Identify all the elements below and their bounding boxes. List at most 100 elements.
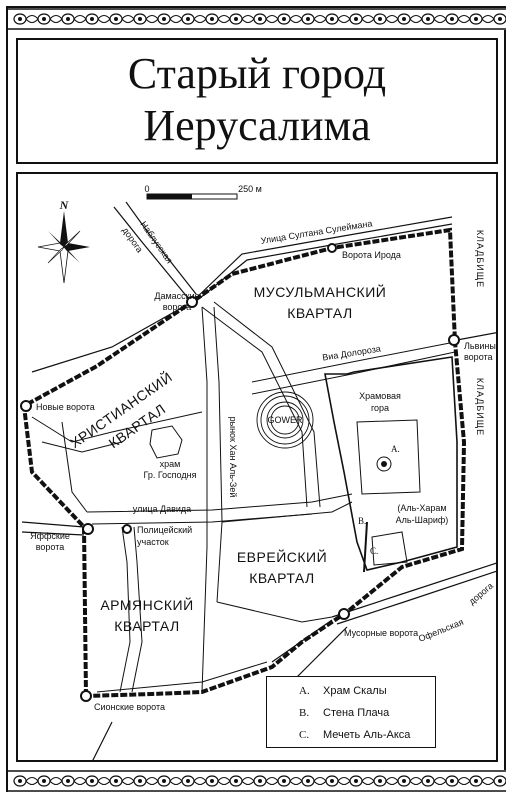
label-damascus-gate-1: Дамасские — [154, 291, 199, 301]
label-cemetery-north: КЛАДБИЩЕ — [475, 230, 485, 288]
street-christian-b — [41, 441, 123, 453]
label-police-2: участок — [137, 537, 169, 547]
street-via-dolorosa-n — [251, 341, 456, 383]
road-west — [31, 301, 193, 373]
marker-b: B. — [358, 516, 366, 526]
title-box: Старый город Иерусалима — [16, 38, 498, 164]
city-wall — [21, 227, 467, 699]
police-station-marker[interactable] — [122, 524, 132, 534]
ornament-border-top — [8, 8, 506, 30]
label-haram-2: Аль-Шариф) — [396, 515, 449, 525]
ornament-dot — [18, 17, 22, 21]
ornament-dot — [162, 17, 166, 21]
western-wall-line — [363, 521, 368, 573]
ornament-dot — [210, 779, 214, 783]
label-jaffa-gate-2: ворота — [36, 542, 65, 552]
ornament-dot — [354, 17, 358, 21]
street-east-b — [213, 301, 321, 508]
ornament-dot — [378, 17, 382, 21]
legend-label: Мечеть Аль-Акса — [323, 729, 411, 741]
legend-key: A. — [299, 685, 310, 697]
ornament-dot — [258, 17, 262, 21]
label-ophel-road-1: Офельская — [417, 617, 465, 644]
road-zion-out — [92, 721, 113, 760]
label-market-street: рынок Хан Аль-Зей — [228, 417, 238, 498]
herod-gate-marker[interactable] — [327, 243, 337, 253]
road-lions-out — [456, 332, 496, 341]
ornament-dot — [234, 779, 238, 783]
ornament-dot — [474, 779, 478, 783]
label-police-1: Полицейский — [137, 525, 192, 535]
label-dung-gate: Мусорные ворота — [344, 628, 418, 638]
street-david-s — [91, 513, 313, 525]
street-armenian-a — [119, 526, 131, 693]
al-aqsa-outline — [371, 531, 408, 566]
road-suleiman — [191, 216, 453, 303]
legend-label: Стена Плача — [323, 707, 390, 719]
street-armenian-b — [131, 526, 143, 693]
label-lions-gate-1: Львиные — [464, 341, 498, 351]
label-armenian-quarter-1: АРМЯНСКИЙ — [100, 596, 193, 613]
label-david-street: улица Давида — [133, 504, 191, 514]
label-muslim-quarter-1: МУСУЛЬМАНСКИЙ — [254, 283, 387, 300]
ornament-dot — [306, 779, 310, 783]
label-jewish-quarter-2: КВАРТАЛ — [249, 570, 315, 586]
ornament-dot — [354, 779, 358, 783]
dung-gate-marker[interactable] — [338, 608, 350, 620]
damascus-gate-marker[interactable] — [186, 296, 198, 308]
ornament-dot — [426, 779, 430, 783]
road-ophel-edge — [336, 570, 496, 625]
title-line-2: Иерусалима — [143, 101, 371, 150]
label-new-gate: Новые ворота — [36, 402, 95, 412]
ornament-dot — [90, 779, 94, 783]
ornament-dot — [66, 17, 70, 21]
temple-mount-outline — [324, 356, 458, 571]
label-nablus-road-2: дорога — [120, 225, 144, 254]
ornament-dot — [306, 17, 310, 21]
holy-sepulchre-outline — [149, 425, 183, 459]
street-via-dolorosa-s — [251, 351, 456, 395]
street-market-east — [213, 306, 223, 603]
label-muslim-quarter-2: КВАРТАЛ — [287, 305, 353, 321]
road-nablus — [113, 206, 189, 299]
watermark-text: GOWER — [268, 415, 303, 425]
ornament-dot — [42, 17, 46, 21]
dome-of-rock-center — [381, 461, 387, 467]
gower-watermark — [256, 391, 314, 449]
marker-a: A. — [391, 444, 400, 454]
label-jewish-quarter-1: ЕВРЕЙСКИЙ — [237, 548, 327, 565]
street-market-west — [201, 306, 208, 693]
scale-bar — [146, 193, 238, 200]
ornament-dot — [210, 17, 214, 21]
jaffa-gate-marker[interactable] — [82, 523, 94, 535]
ornament-dot — [114, 779, 118, 783]
ornament-dot — [450, 17, 454, 21]
label-zion-gate: Сионские ворота — [94, 702, 165, 712]
compass-rose-icon — [37, 211, 90, 284]
label-cemetery-south: КЛАДБИЩЕ — [475, 378, 485, 436]
ornament-dot — [378, 779, 382, 783]
ornament-dot — [402, 17, 406, 21]
zion-gate-marker[interactable] — [80, 690, 92, 702]
street-jewish-n — [221, 501, 353, 523]
label-haram-1: (Аль-Харам — [397, 503, 446, 513]
scale-distance-label: 250 м — [238, 184, 262, 194]
new-gate-marker[interactable] — [20, 400, 32, 412]
road-south-edge — [291, 626, 348, 683]
ornament-dot — [282, 779, 286, 783]
ornament-dot — [42, 779, 46, 783]
scale-zero-label: 0 — [144, 184, 149, 194]
lions-gate-marker[interactable] — [448, 334, 460, 346]
ornament-motif — [493, 775, 506, 787]
street-david-n — [86, 493, 353, 513]
ornament-dot — [330, 779, 334, 783]
label-ophel-road-2: дорога — [467, 581, 495, 607]
ornament-dot — [450, 779, 454, 783]
label-herod-gate: Ворота Ирода — [342, 250, 401, 260]
label-holy-sepulchre-1: храм — [160, 459, 181, 469]
label-holy-sepulchre-2: Гр. Господня — [144, 470, 197, 480]
ornament-dot — [234, 17, 238, 21]
label-damascus-gate-2: ворота — [163, 302, 192, 312]
ornament-dot — [498, 779, 502, 783]
ornament-dot — [162, 779, 166, 783]
